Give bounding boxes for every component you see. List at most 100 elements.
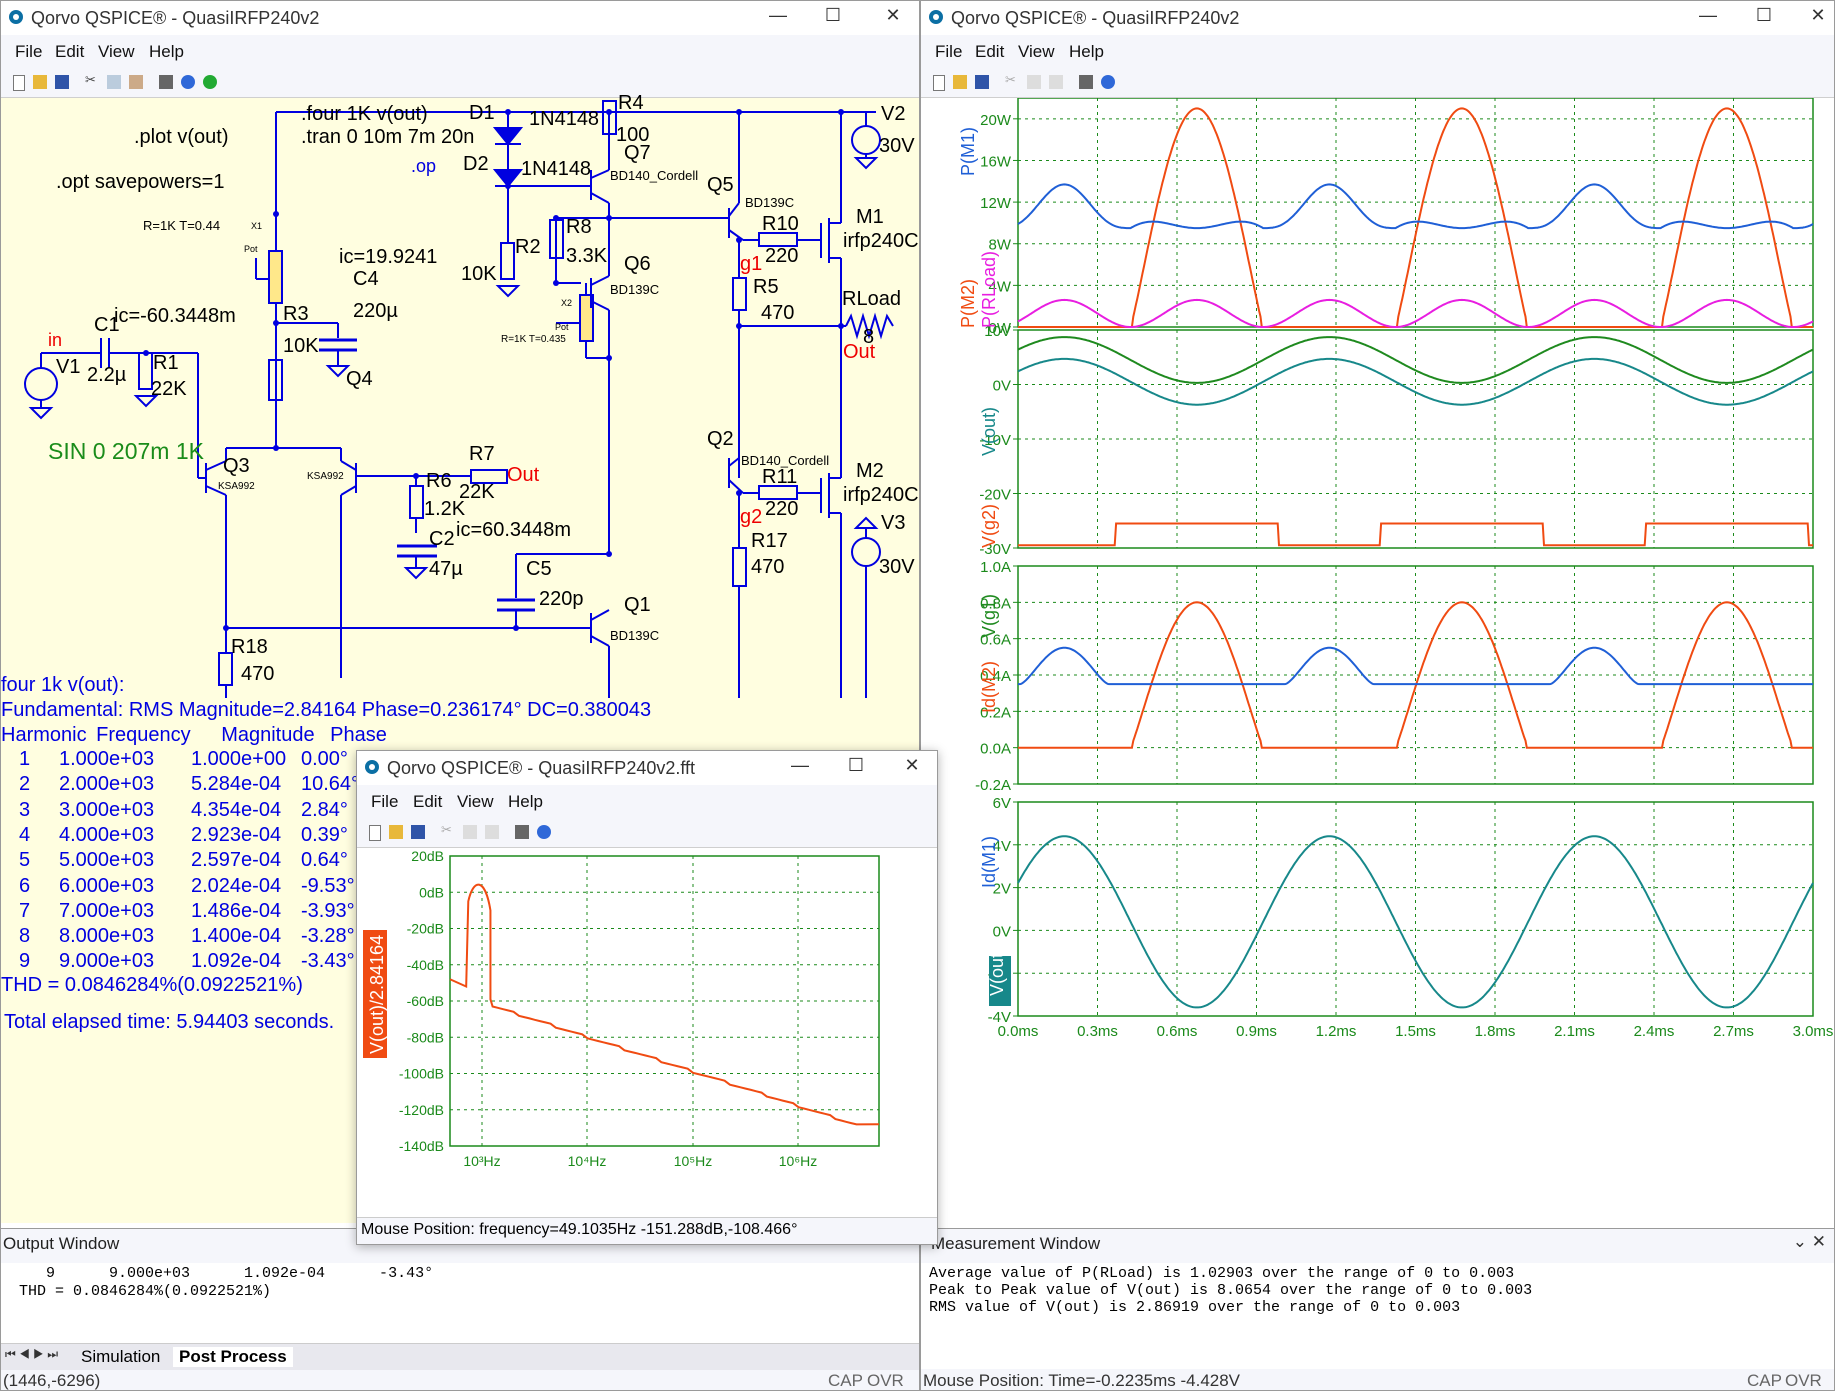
maximize-button[interactable]: ☐ xyxy=(824,5,842,25)
close-button[interactable]: ✕ xyxy=(1810,5,1826,25)
r2-value: 10K xyxy=(461,263,497,285)
paste-icon[interactable] xyxy=(485,825,499,839)
copy-icon[interactable] xyxy=(463,825,477,839)
trace-p-rload xyxy=(1017,298,1814,328)
tab-post-process[interactable]: Post Process xyxy=(173,1347,293,1367)
minimize-button[interactable]: — xyxy=(791,755,809,775)
paste-icon[interactable] xyxy=(1049,75,1063,89)
r7-ref: R7 xyxy=(469,443,495,465)
directive-four[interactable]: .four 1K v(out) xyxy=(301,103,428,125)
print-icon[interactable] xyxy=(515,825,529,839)
title-bar[interactable]: Qorvo QSPICE® - QuasiIRFP240v2 — ☐ ✕ xyxy=(1,1,919,35)
g2-net-label: g2 xyxy=(740,506,763,528)
menu-bar: File Edit View Help xyxy=(1,35,919,67)
menu-edit[interactable]: Edit xyxy=(55,42,85,61)
cut-icon[interactable]: ✂ xyxy=(441,822,452,837)
wave-menu-bar: File Edit View Help xyxy=(921,35,1834,67)
maximize-button[interactable]: ☐ xyxy=(847,755,865,775)
toolbar: ✂ xyxy=(1,67,919,98)
minimize-button[interactable]: — xyxy=(769,5,787,25)
open-icon[interactable] xyxy=(389,825,403,839)
pot2-ref: X2 xyxy=(561,298,573,308)
menu-edit[interactable]: Edit xyxy=(975,42,1005,61)
c5-ref: C5 xyxy=(526,558,552,580)
y-tick-label: 0.2A xyxy=(980,704,1011,721)
help-icon[interactable] xyxy=(181,75,195,89)
y-tick-label: -20dB xyxy=(407,921,444,937)
output-text-area[interactable]: 9 9.000e+03 1.092e-04 -3.43° THD = 0.084… xyxy=(1,1263,919,1343)
y-tick-label: 16W xyxy=(980,153,1012,170)
print-icon[interactable] xyxy=(159,75,173,89)
paste-icon[interactable] xyxy=(129,75,143,89)
menu-edit[interactable]: Edit xyxy=(413,792,443,811)
close-button[interactable]: ✕ xyxy=(904,755,920,775)
trace-label: V(g2) xyxy=(979,504,999,548)
y-tick-label: -100dB xyxy=(399,1066,444,1082)
menu-view[interactable]: View xyxy=(98,42,135,61)
waveform-plot[interactable]: 20W16W12W8W4W0W10V0V-10V-20V-30V1.0A0.8A… xyxy=(921,98,1834,1232)
tab-simulation[interactable]: Simulation xyxy=(81,1347,161,1366)
save-icon[interactable] xyxy=(411,825,425,839)
elapsed-line: Total elapsed time: 5.94403 seconds. xyxy=(4,1011,335,1033)
open-icon[interactable] xyxy=(953,75,967,89)
new-icon[interactable] xyxy=(369,825,381,841)
menu-help[interactable]: Help xyxy=(149,42,184,61)
menu-file[interactable]: File xyxy=(371,792,399,811)
out-net-label-2: Out xyxy=(843,341,876,363)
y-tick-label: -0.2A xyxy=(975,777,1011,794)
harmonic-cell: 2.597e-04 xyxy=(191,849,282,872)
y-tick-label: 2V xyxy=(993,881,1011,898)
trace-label: P(M1) xyxy=(958,127,978,176)
r8-value: 3.3K xyxy=(566,245,608,267)
x-tick-label: 3.0ms xyxy=(1793,1023,1834,1040)
run-icon[interactable] xyxy=(203,75,217,89)
minimize-button[interactable]: — xyxy=(1699,5,1717,25)
y-tick-label: 0W xyxy=(989,320,1012,337)
harmonic-cell: 9 xyxy=(19,950,31,973)
directive-tran[interactable]: .tran 0 10m 7m 20n xyxy=(301,126,475,148)
print-icon[interactable] xyxy=(1079,75,1093,89)
pot1-param: R=1K T=0.44 xyxy=(143,218,221,233)
help-icon[interactable] xyxy=(1101,75,1115,89)
r8-ref: R8 xyxy=(566,216,592,238)
close-button[interactable]: ✕ xyxy=(885,5,901,25)
directive-op[interactable]: .op xyxy=(411,156,437,176)
cut-icon[interactable]: ✂ xyxy=(1005,72,1016,87)
c1-ref: C1 xyxy=(94,314,120,336)
tab-nav-arrows[interactable]: ⏮ ◀ ▶ ⏭ xyxy=(5,1347,59,1361)
new-icon[interactable] xyxy=(13,75,25,91)
maximize-button[interactable]: ☐ xyxy=(1755,5,1773,25)
menu-help[interactable]: Help xyxy=(1069,42,1104,61)
save-icon[interactable] xyxy=(55,75,69,89)
harmonic-cell: 2.84° xyxy=(301,798,348,821)
new-icon[interactable] xyxy=(933,75,945,91)
menu-view[interactable]: View xyxy=(457,792,494,811)
save-icon[interactable] xyxy=(975,75,989,89)
y-tick-label: 1.0A xyxy=(980,559,1011,576)
ovr-indicator: OVR xyxy=(1785,1371,1822,1390)
directive-plot[interactable]: .plot v(out) xyxy=(134,126,229,148)
open-icon[interactable] xyxy=(33,75,47,89)
measurement-close-icon[interactable]: ⌄ ✕ xyxy=(1792,1232,1826,1251)
measurement-text-area[interactable]: Average value of P(RLoad) is 1.02903 ove… xyxy=(921,1263,1834,1369)
menu-view[interactable]: View xyxy=(1018,42,1055,61)
menu-file[interactable]: File xyxy=(15,42,43,61)
c2-ic: ic=60.3448m xyxy=(456,519,572,541)
menu-help[interactable]: Help xyxy=(508,792,543,811)
copy-icon[interactable] xyxy=(107,75,121,89)
harmonic-cell: 2.923e-04 xyxy=(191,823,282,846)
col-frequency: Frequency xyxy=(96,724,191,746)
q4-model: KSA992 xyxy=(307,471,344,482)
menu-file[interactable]: File xyxy=(935,42,963,61)
cut-icon[interactable]: ✂ xyxy=(85,72,96,87)
fft-title-bar[interactable]: Qorvo QSPICE® - QuasiIRFP240v2.fft — ☐ ✕ xyxy=(357,751,937,785)
copy-icon[interactable] xyxy=(1027,75,1041,89)
help-icon[interactable] xyxy=(537,825,551,839)
source-spec[interactable]: SIN 0 207m 1K xyxy=(48,438,204,464)
directive-opt[interactable]: .opt savepowers=1 xyxy=(56,171,225,193)
wave-title-bar[interactable]: Qorvo QSPICE® - QuasiIRFP240v2 — ☐ ✕ xyxy=(921,1,1834,35)
